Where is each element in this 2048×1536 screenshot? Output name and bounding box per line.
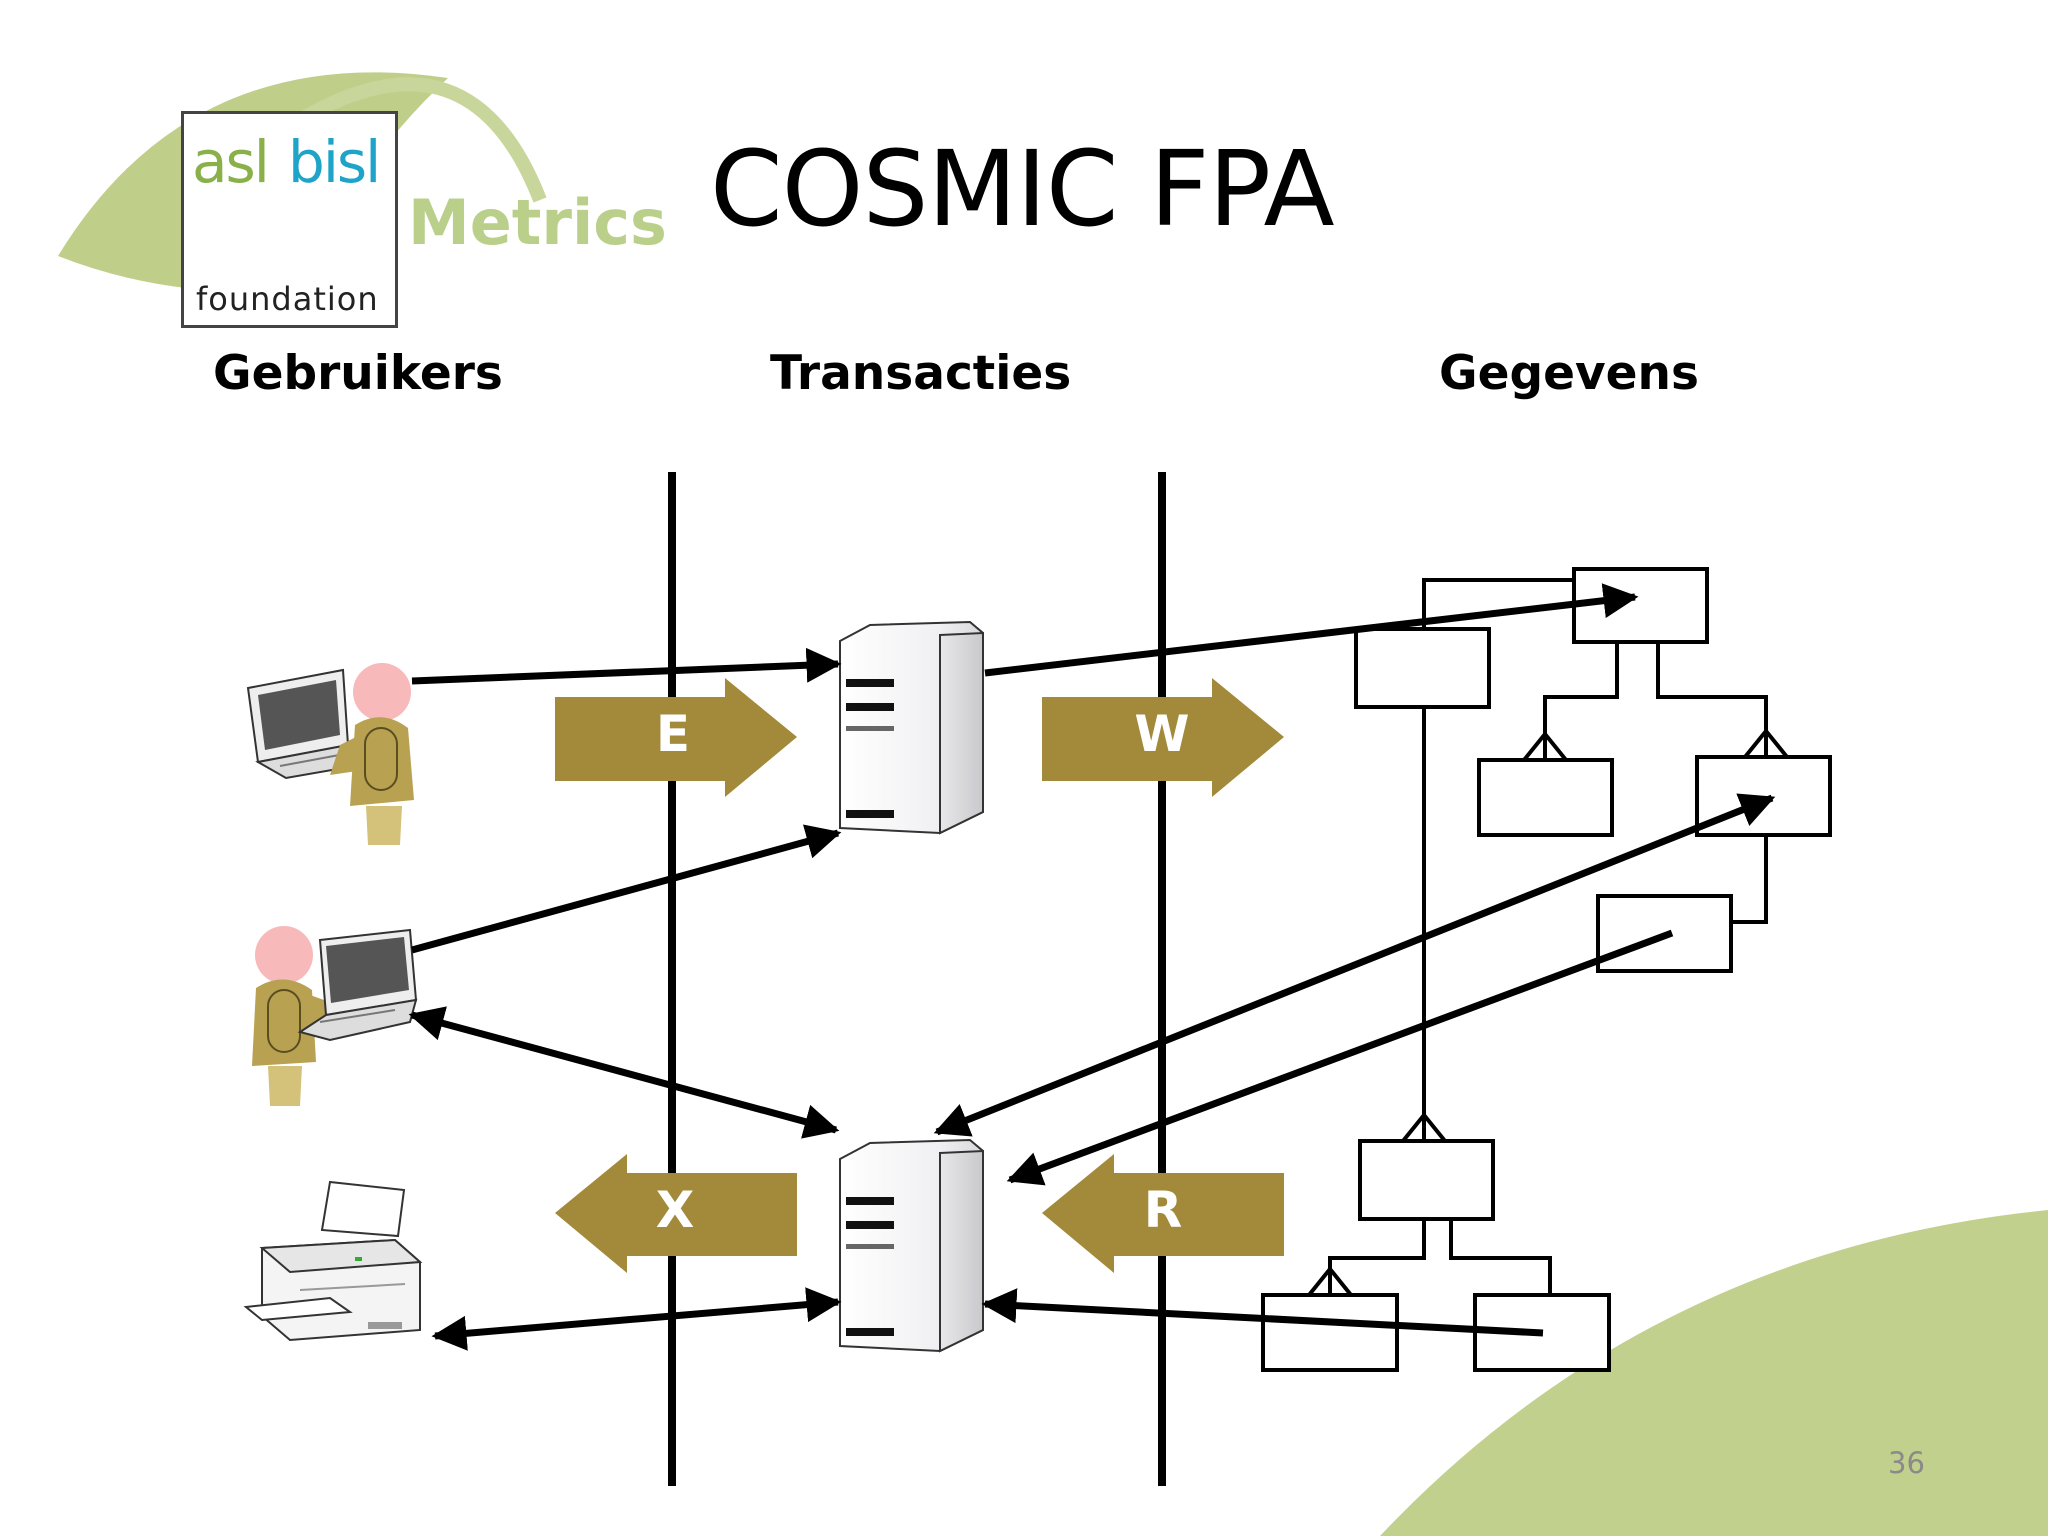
logo-asl-text: asl (192, 128, 270, 196)
read-line (981, 1288, 1544, 1337)
server-icon (839, 620, 984, 835)
page-number: 36 (1888, 1446, 1925, 1480)
read-arrow (1042, 1154, 1284, 1273)
logo: asl bisl foundation (181, 111, 398, 328)
printer-icon (243, 1180, 423, 1342)
server-icon (839, 1138, 984, 1353)
entry-arrow (555, 678, 797, 797)
exit-arrow (555, 1154, 797, 1273)
entity-box (1572, 567, 1709, 644)
exit-label: X (655, 1181, 695, 1239)
exit-line (408, 1006, 840, 1139)
logo-metrics-text: Metrics (408, 186, 667, 259)
entity-box (1358, 1139, 1495, 1221)
write-line (933, 793, 1776, 1137)
exit-line (431, 1287, 842, 1351)
write-line (984, 583, 1639, 677)
column-heading-data: Gegevens (1439, 346, 1699, 401)
slide-title: COSMIC FPA (710, 128, 1335, 250)
read-label: R (1143, 1181, 1183, 1239)
person-icon (330, 663, 414, 845)
entry-label: E (655, 705, 691, 763)
decor-arc-top (296, 77, 547, 203)
column-heading-transactions: Transacties (770, 346, 1072, 401)
logo-foundation-text: foundation (196, 280, 379, 318)
logo-bisl-text: bisl (288, 128, 381, 196)
entity-box (1354, 627, 1491, 709)
entity-box (1261, 1293, 1399, 1372)
entity-box (1477, 758, 1614, 837)
column-heading-users: Gebruikers (213, 346, 503, 401)
laptop-icon (297, 928, 418, 1042)
write-arrow (1042, 678, 1284, 797)
entry-line (411, 824, 842, 954)
decor-leaf-bottom-right (1380, 1210, 2048, 1536)
entry-line (411, 647, 842, 685)
write-label: W (1134, 705, 1190, 763)
data-movement-lines (408, 583, 1776, 1351)
